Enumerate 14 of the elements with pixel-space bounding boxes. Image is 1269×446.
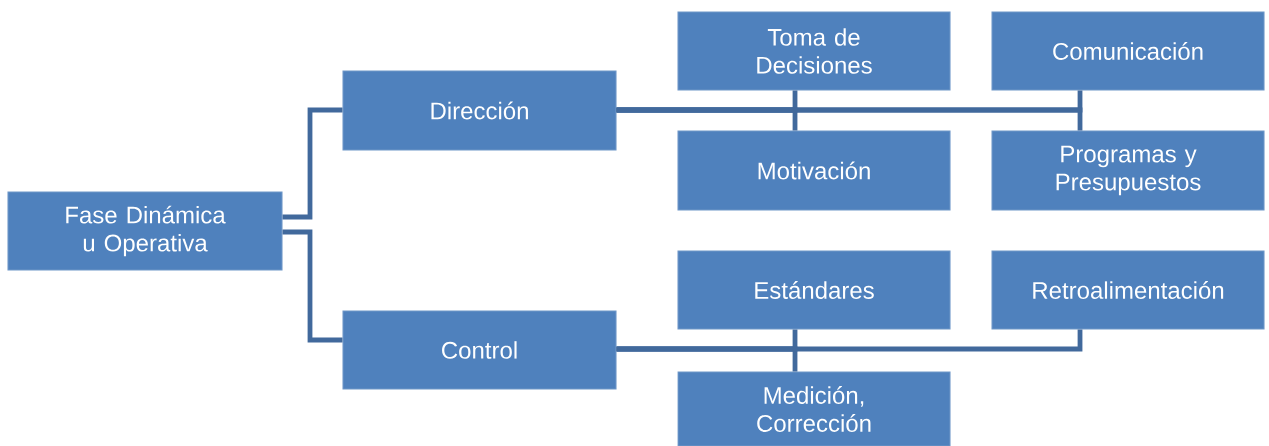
connector bbox=[282, 107, 343, 220]
process-box: Comunicación bbox=[991, 11, 1265, 91]
connector bbox=[616, 107, 1083, 131]
process-box: Retroalimentación bbox=[991, 250, 1265, 330]
connector bbox=[282, 229, 343, 343]
process-box: Motivación bbox=[677, 130, 951, 211]
process-box: Medición, Corrección bbox=[677, 371, 951, 446]
process-box: Control bbox=[342, 310, 617, 390]
process-box: Estándares bbox=[677, 250, 951, 330]
process-box: Programas y Presupuestos bbox=[991, 130, 1265, 211]
process-box: Toma de Decisiones bbox=[677, 11, 951, 91]
process-box: Fase Dinámica u Operativa bbox=[7, 191, 283, 271]
connector bbox=[616, 329, 1083, 352]
process-box: Dirección bbox=[342, 70, 617, 151]
